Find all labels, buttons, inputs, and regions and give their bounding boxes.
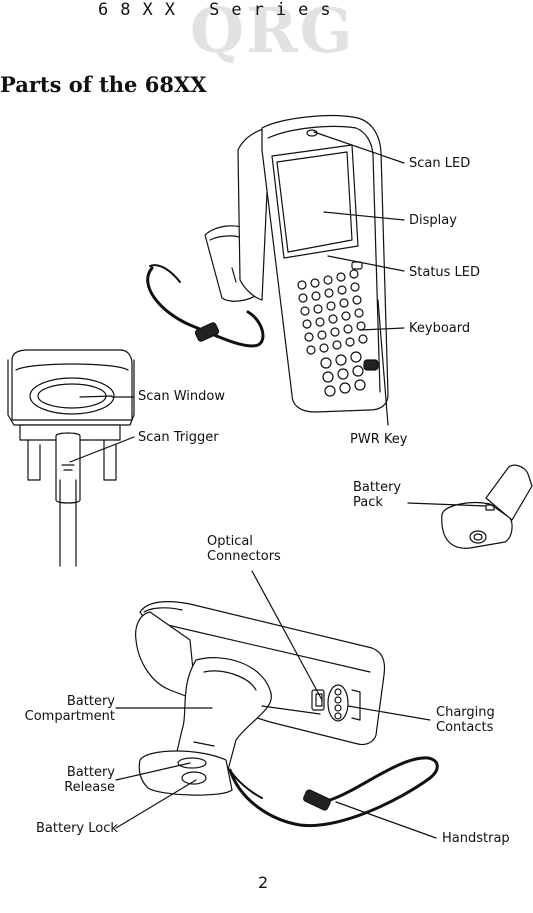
- label-scan-trigger: Scan Trigger: [138, 430, 219, 445]
- label-optical-connectors: Optical Connectors: [207, 534, 281, 564]
- scanner-closeup-illustration: [7, 349, 135, 567]
- terminal-side-illustration: [115, 570, 439, 839]
- label-battery-compartment-line2: Compartment: [24, 709, 115, 724]
- label-display: Display: [409, 213, 457, 228]
- battery-pack-illustration: [407, 464, 533, 549]
- label-charging-contacts: Charging Contacts: [436, 705, 495, 735]
- label-scan-window: Scan Window: [138, 389, 225, 404]
- label-status-led: Status LED: [409, 265, 481, 280]
- label-keyboard: Keyboard: [409, 321, 471, 336]
- label-battery-release-line1: Battery: [66, 765, 115, 780]
- label-battery-pack-line2: Pack: [353, 495, 383, 510]
- label-battery-release-line2: Release: [64, 780, 115, 795]
- label-battery-lock: Battery Lock: [36, 821, 118, 836]
- label-battery-release: Battery Release: [20, 765, 115, 795]
- page-number: 2: [258, 873, 269, 892]
- label-optical-line1: Optical: [207, 534, 253, 549]
- label-handstrap: Handstrap: [442, 831, 510, 846]
- label-pwr-key: PWR Key: [350, 432, 408, 447]
- series-heading: 68XX Series: [98, 0, 343, 20]
- qrg-watermark: QRG: [190, 0, 355, 67]
- keypad-keys: [297, 261, 379, 397]
- label-battery-compartment: Battery Compartment: [20, 694, 115, 724]
- label-battery-pack-line1: Battery: [353, 480, 402, 495]
- label-scan-led: Scan LED: [409, 156, 471, 171]
- label-charging-line1: Charging: [436, 705, 495, 720]
- label-battery-compartment-line1: Battery: [66, 694, 115, 709]
- label-optical-line2: Connectors: [207, 549, 281, 564]
- page-header: QRG 68XX Series: [0, 0, 533, 67]
- label-battery-pack: Battery Pack: [353, 480, 401, 510]
- page-title: Parts of the 68XX: [0, 72, 207, 97]
- terminal-front-illustration: [146, 115, 405, 426]
- label-charging-line2: Contacts: [436, 720, 494, 735]
